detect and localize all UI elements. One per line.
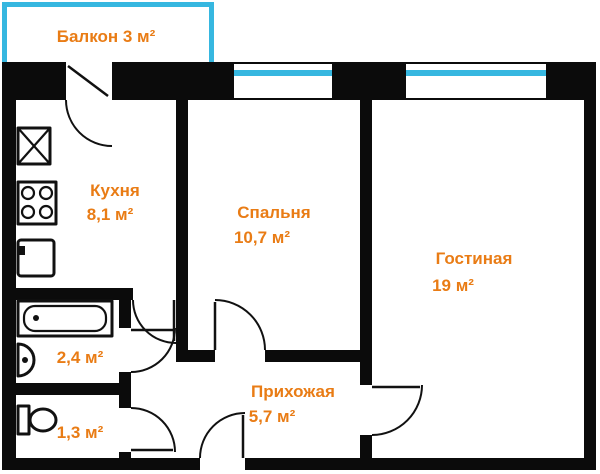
window-bedroom-glass [234,70,332,76]
toilet-door-opening [119,408,131,452]
window-living [406,64,546,98]
window-bedroom [234,64,332,98]
toilet-icon [16,404,58,436]
living-area: 19 м² [432,276,474,295]
kitchen-area: 8,1 м² [87,205,134,224]
balcony-door [65,62,113,147]
bathtub-icon [16,299,114,338]
living-door-opening [360,385,372,435]
balcony-glazing-left [2,2,7,62]
hallway-label: Прихожая [251,382,335,401]
living-door [360,384,423,436]
window-living-recess [406,64,546,98]
room-living [372,100,584,458]
bedroom-door-arc [214,299,266,351]
living-label: Гостиная [436,249,513,268]
window-living-glass [406,70,546,76]
bathroom-door [119,327,176,373]
washbasin-icon [16,342,36,378]
room-bedroom [188,100,360,350]
balcony-door-arc [65,99,113,147]
bedroom-door-opening [215,350,265,362]
toilet-door [119,407,176,453]
balcony-label: Балкон 3 м² [57,27,156,46]
bedroom-area: 10,7 м² [234,228,290,247]
sink-icon [16,126,52,166]
fridge-icon [16,238,56,278]
stove-icon [16,180,58,226]
entrance-door [199,412,246,470]
bedroom-label: Спальня [237,203,310,222]
room-hallway [131,362,360,458]
entrance-door-arc [199,412,246,459]
balcony-glazing-right [209,2,214,62]
balcony-door-leaf [67,65,109,97]
window-bedroom-recess [234,64,332,98]
balcony-floor [4,4,212,62]
toilet-area: 1,3 м² [57,423,104,442]
bedroom-door [213,299,266,362]
balcony-glazing-top [2,2,214,7]
hallway-area: 5,7 м² [249,407,296,426]
toilet-door-arc [130,407,176,453]
bathroom-area: 2,4 м² [57,348,104,367]
balcony: Балкон 3 м² [2,2,214,62]
bathroom-door-opening [119,328,131,372]
kitchen-label: Кухня [90,181,140,200]
bathroom-door-arc [130,327,176,373]
kitchen-door-opening [133,288,176,300]
entrance-door-opening [200,458,245,470]
living-door-arc [371,384,423,436]
